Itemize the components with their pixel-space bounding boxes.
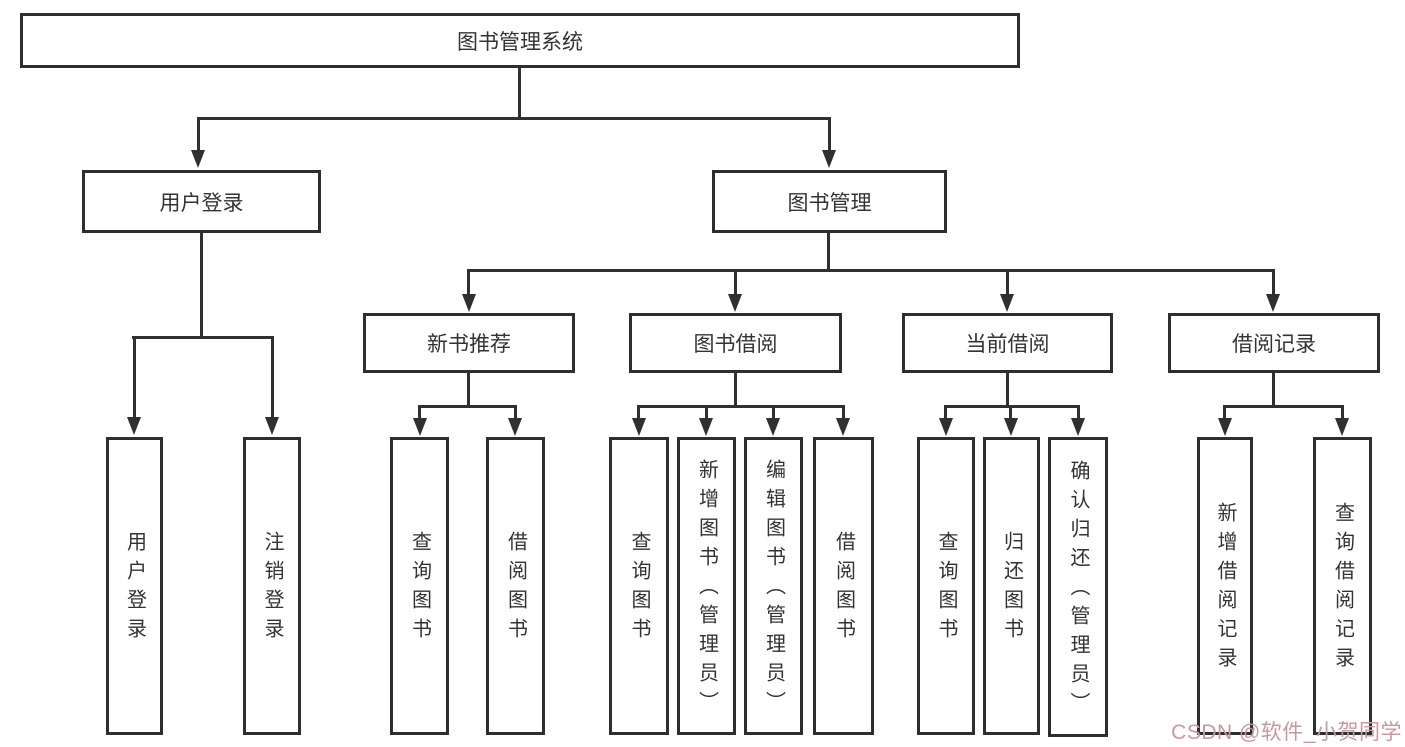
arrowhead-icon	[766, 418, 780, 436]
connector-line	[467, 269, 1275, 272]
node-book-management: 图书管理	[712, 170, 947, 233]
leaf-add-books-admin: 新增图书（管理员）	[677, 437, 736, 735]
connector-line	[467, 373, 470, 407]
arrowhead-icon	[1071, 418, 1085, 436]
connector-line	[418, 405, 517, 408]
connector-line	[772, 405, 775, 419]
node-book-borrowing: 图书借阅	[629, 313, 842, 373]
arrowhead-icon	[699, 418, 713, 436]
arrowhead-icon	[413, 418, 427, 436]
leaf-confirm-return-admin-label: 确认归还（管理员）	[1067, 459, 1089, 721]
connector-line	[734, 269, 737, 295]
leaf-return-books-label: 归还图书	[1000, 531, 1023, 647]
connector-line	[705, 405, 708, 419]
node-user-login: 用户登录	[82, 170, 321, 233]
connector-line	[1341, 405, 1344, 419]
connector-line	[637, 405, 845, 408]
arrowhead-icon	[127, 417, 141, 435]
connector-line	[418, 405, 421, 419]
arrowhead-icon	[822, 150, 836, 168]
arrowhead-icon	[1218, 418, 1232, 436]
connector-line	[1009, 405, 1012, 419]
node-borrow-records: 借阅记录	[1168, 313, 1380, 373]
leaf-logout-label: 注销登录	[261, 531, 283, 647]
connector-line	[827, 233, 830, 271]
connector-line	[271, 336, 274, 418]
connector-line	[133, 336, 136, 418]
connector-line	[1006, 373, 1009, 407]
leaf-query-borrow-record-label: 查询借阅记录	[1331, 502, 1354, 676]
leaf-edit-books-admin: 编辑图书（管理员）	[744, 437, 803, 735]
leaf-return-books: 归还图书	[983, 437, 1040, 735]
arrowhead-icon	[1004, 418, 1018, 436]
node-new-book-recommend-label: 新书推荐	[427, 333, 511, 356]
connector-line	[637, 405, 640, 419]
arrowhead-icon	[632, 418, 646, 436]
connector-line	[734, 373, 737, 407]
connector-line	[944, 405, 947, 419]
leaf-user-login-label: 用户登录	[123, 531, 146, 647]
connector-line	[518, 68, 521, 118]
node-current-borrowing: 当前借阅	[902, 313, 1113, 373]
node-borrow-records-label: 借阅记录	[1232, 333, 1316, 356]
arrowhead-icon	[1266, 294, 1280, 312]
leaf-query-borrow-record: 查询借阅记录	[1313, 437, 1372, 735]
leaf-query-books-recommend: 查询图书	[390, 437, 449, 735]
leaf-user-login: 用户登录	[106, 437, 163, 735]
arrowhead-icon	[836, 418, 850, 436]
node-book-borrowing-label: 图书借阅	[693, 333, 778, 356]
leaf-confirm-return-admin: 确认归还（管理员）	[1048, 437, 1108, 737]
connector-line	[467, 269, 470, 295]
connector-line	[944, 405, 1080, 408]
arrowhead-icon	[728, 294, 742, 312]
leaf-query-books-borrowing: 查询图书	[609, 437, 669, 735]
leaf-query-books-current: 查询图书	[917, 437, 975, 735]
leaf-edit-books-admin-label: 编辑图书（管理员）	[762, 458, 785, 720]
arrowhead-icon	[1335, 418, 1349, 436]
connector-line	[197, 117, 831, 120]
leaf-add-books-admin-label: 新增图书（管理员）	[695, 458, 718, 720]
leaf-borrow-books-recommend-label: 借阅图书	[504, 531, 527, 647]
connector-line	[197, 117, 200, 151]
connector-line	[200, 233, 203, 337]
watermark: CSDN @软件_小贺同学	[1171, 721, 1402, 744]
node-current-borrowing-label: 当前借阅	[965, 333, 1050, 356]
arrowhead-icon	[265, 417, 279, 435]
arrowhead-icon	[939, 418, 953, 436]
connector-line	[1006, 269, 1009, 295]
node-root-label: 图书管理系统	[457, 30, 583, 54]
leaf-query-books-current-label: 查询图书	[935, 531, 957, 647]
arrowhead-icon	[462, 294, 476, 312]
leaf-add-borrow-record-label: 新增借阅记录	[1214, 502, 1236, 676]
node-book-management-label: 图书管理	[787, 191, 872, 215]
node-root: 图书管理系统	[20, 13, 1020, 68]
leaf-borrow-books-label: 借阅图书	[832, 531, 855, 647]
connector-line	[1272, 269, 1275, 295]
node-new-book-recommend: 新书推荐	[363, 313, 575, 373]
connector-line	[1077, 405, 1080, 419]
leaf-borrow-books: 借阅图书	[813, 437, 874, 735]
connector-line	[828, 117, 831, 151]
arrowhead-icon	[191, 150, 205, 168]
connector-line	[1223, 405, 1344, 408]
connector-line	[1223, 405, 1226, 419]
connector-line	[1272, 373, 1275, 407]
arrowhead-icon	[508, 418, 522, 436]
connector-line	[514, 405, 517, 419]
leaf-borrow-books-recommend: 借阅图书	[486, 437, 545, 735]
connector-line	[132, 336, 273, 339]
leaf-query-books-borrowing-label: 查询图书	[628, 531, 650, 647]
leaf-logout: 注销登录	[243, 437, 301, 735]
arrowhead-icon	[1000, 294, 1014, 312]
leaf-query-books-recommend-label: 查询图书	[408, 531, 431, 647]
leaf-add-borrow-record: 新增借阅记录	[1197, 437, 1253, 735]
node-user-login-label: 用户登录	[159, 191, 244, 215]
connector-line	[842, 405, 845, 419]
